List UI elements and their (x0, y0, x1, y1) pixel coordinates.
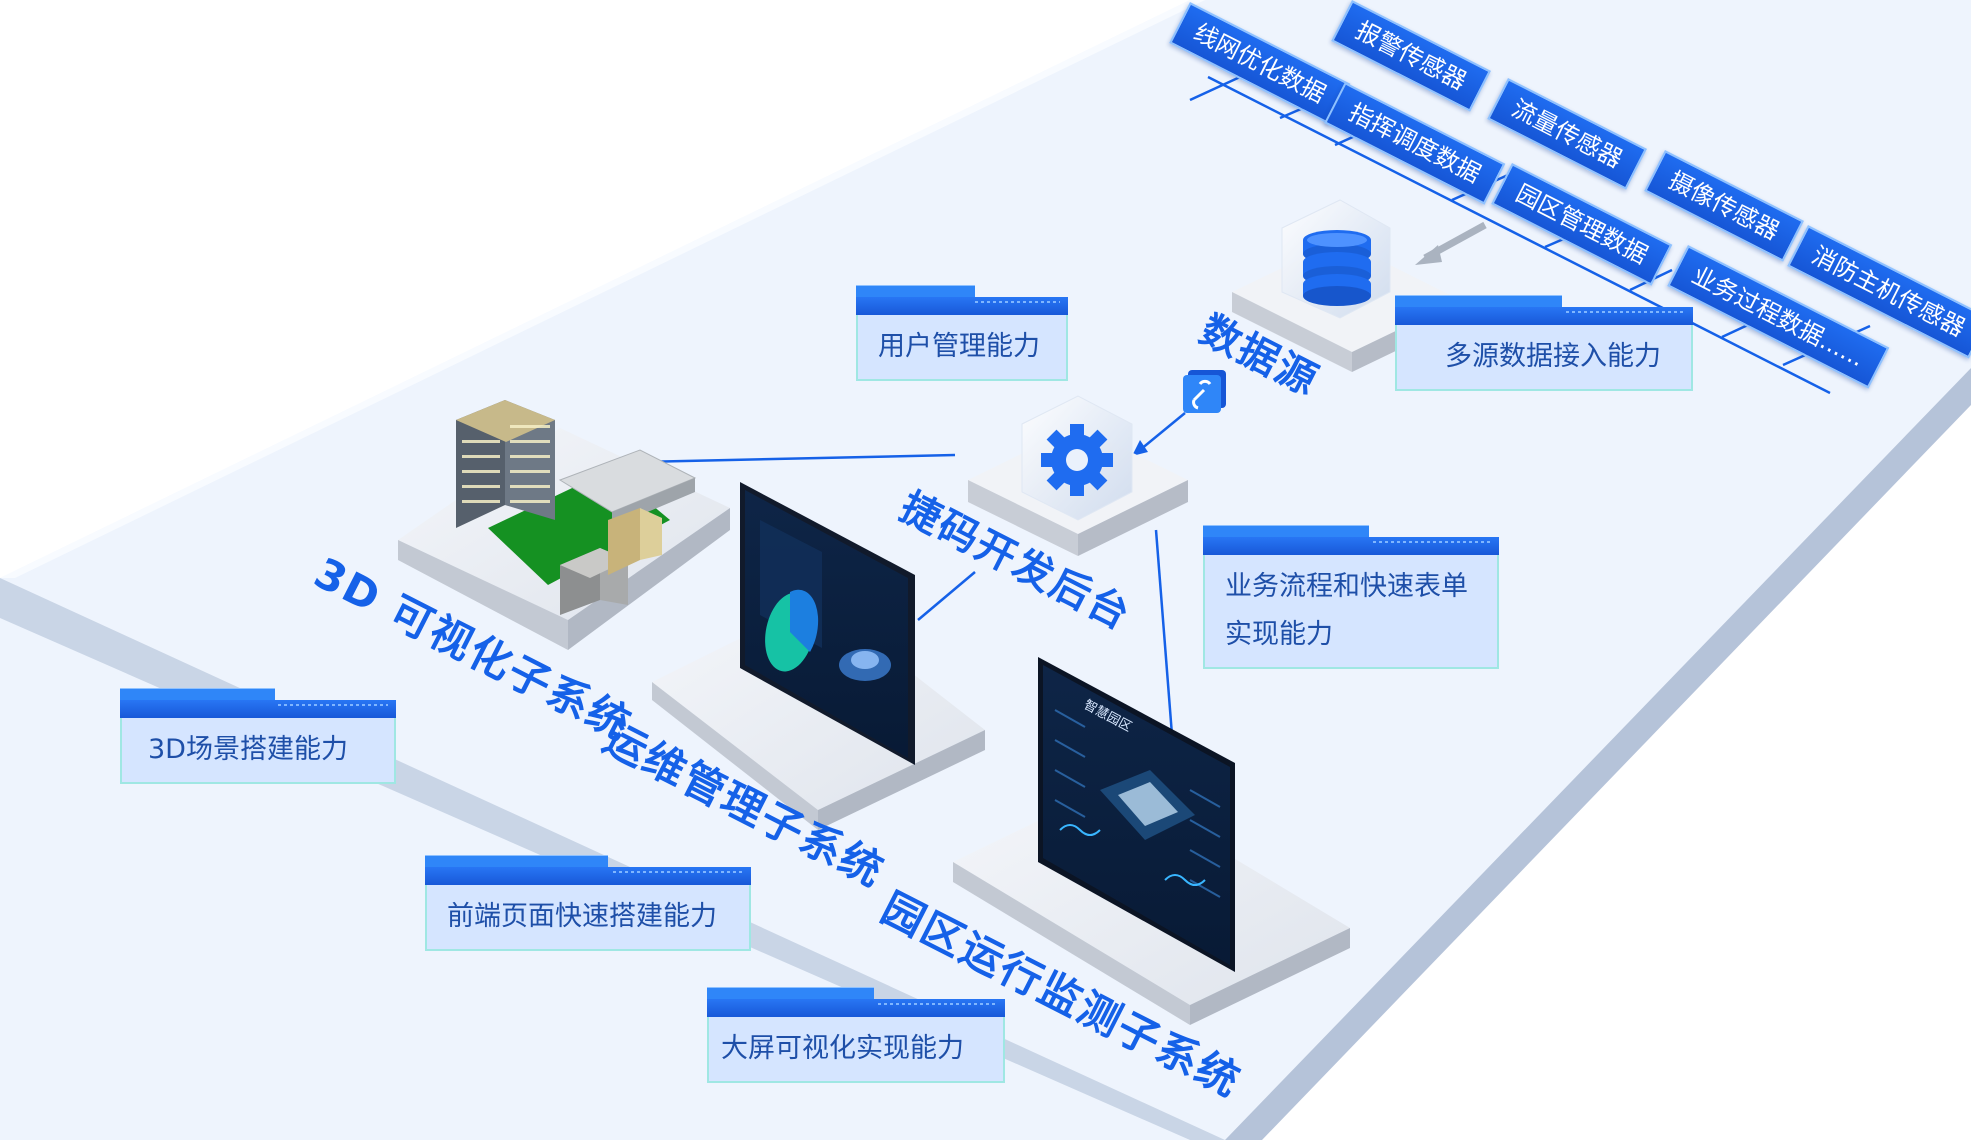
capability-card-multi-source: 多源数据接入能力 (1395, 295, 1693, 391)
link-arrow-line (1139, 412, 1186, 451)
gear-icon (1041, 424, 1113, 496)
capability-workflow-line2: 实现能力 (1225, 619, 1333, 650)
capability-workflow-line1: 业务流程和快速表单 (1225, 571, 1468, 602)
pedestal-3d (398, 400, 730, 650)
capability-frontend: 前端页面快速搭建能力 (425, 885, 751, 951)
link-icon (1183, 370, 1226, 413)
capability-card-bigscreen: 大屏可视化实现能力 (707, 987, 1005, 1083)
capability-card-frontend: 前端页面快速搭建能力 (425, 855, 751, 951)
backend-pedestal (968, 395, 1188, 556)
capability-bigscreen: 大屏可视化实现能力 (707, 1017, 1005, 1083)
capability-user-mgmt: 用户管理能力 (856, 315, 1068, 381)
capability-3d-scene: 3D场景搭建能力 (120, 718, 396, 784)
capability-card-3d-scene: 3D场景搭建能力 (120, 688, 396, 784)
capability-card-user-mgmt: 用户管理能力 (856, 285, 1068, 381)
pedestal-park (953, 657, 1350, 1025)
capability-card-workflow: 业务流程和快速表单 实现能力 (1203, 525, 1499, 669)
capability-multi-source: 多源数据接入能力 (1395, 325, 1693, 391)
link-arrow-head (1132, 440, 1148, 456)
pedestal-ops (652, 482, 985, 830)
backend-connector-lines (639, 453, 1174, 736)
arrow-icon (1415, 221, 1487, 265)
database-icon (1303, 230, 1371, 306)
